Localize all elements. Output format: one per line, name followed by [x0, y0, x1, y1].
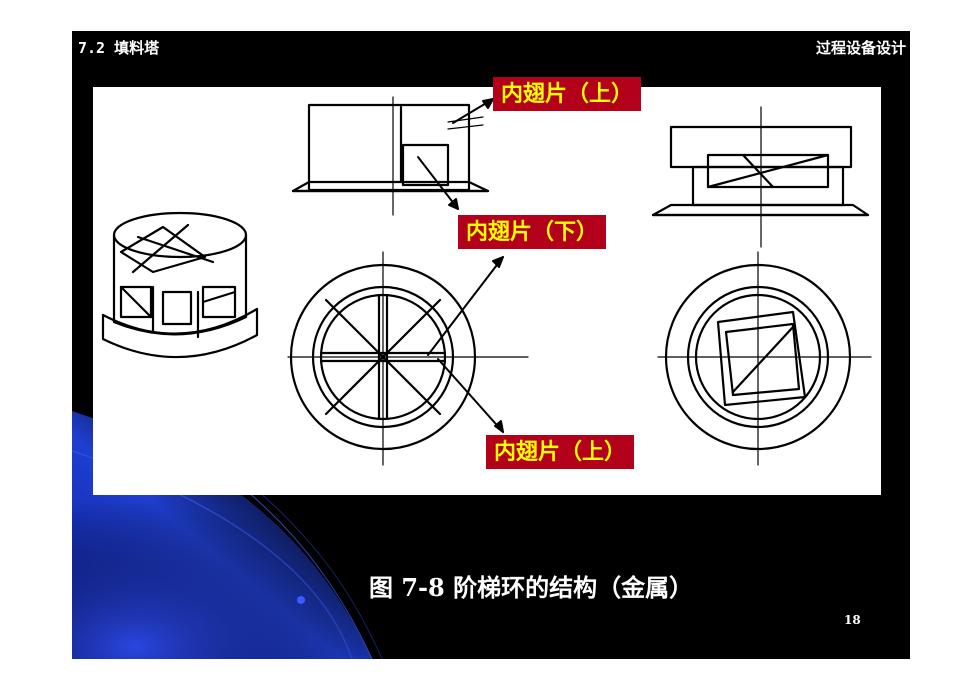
- side-view-right: [651, 106, 870, 248]
- drawing-panel: 内翅片（上） 内翅片（下） 内翅片（上）: [93, 77, 881, 495]
- leader-arrows: [417, 98, 504, 433]
- label-inner-fin-top-2: 内翅片（上）: [486, 435, 635, 469]
- course-title: 过程设备设计: [815, 39, 906, 57]
- plan-view-right: [657, 251, 872, 466]
- figure-caption: 图 7-8 阶梯环的结构（金属）: [369, 573, 694, 602]
- step-ring-drawing: [101, 96, 872, 466]
- page-number: 18: [844, 613, 861, 627]
- plan-view-middle: [287, 251, 529, 466]
- slide: 7.2 填料塔 过程设备设计: [72, 31, 910, 659]
- isometric-ring-view: [101, 211, 259, 359]
- label-inner-fin-top-1: 内翅片（上）: [493, 77, 642, 111]
- label-inner-fin-bottom: 内翅片（下）: [458, 215, 607, 249]
- section-title: 7.2 填料塔: [78, 39, 160, 57]
- side-view-middle: [291, 96, 490, 216]
